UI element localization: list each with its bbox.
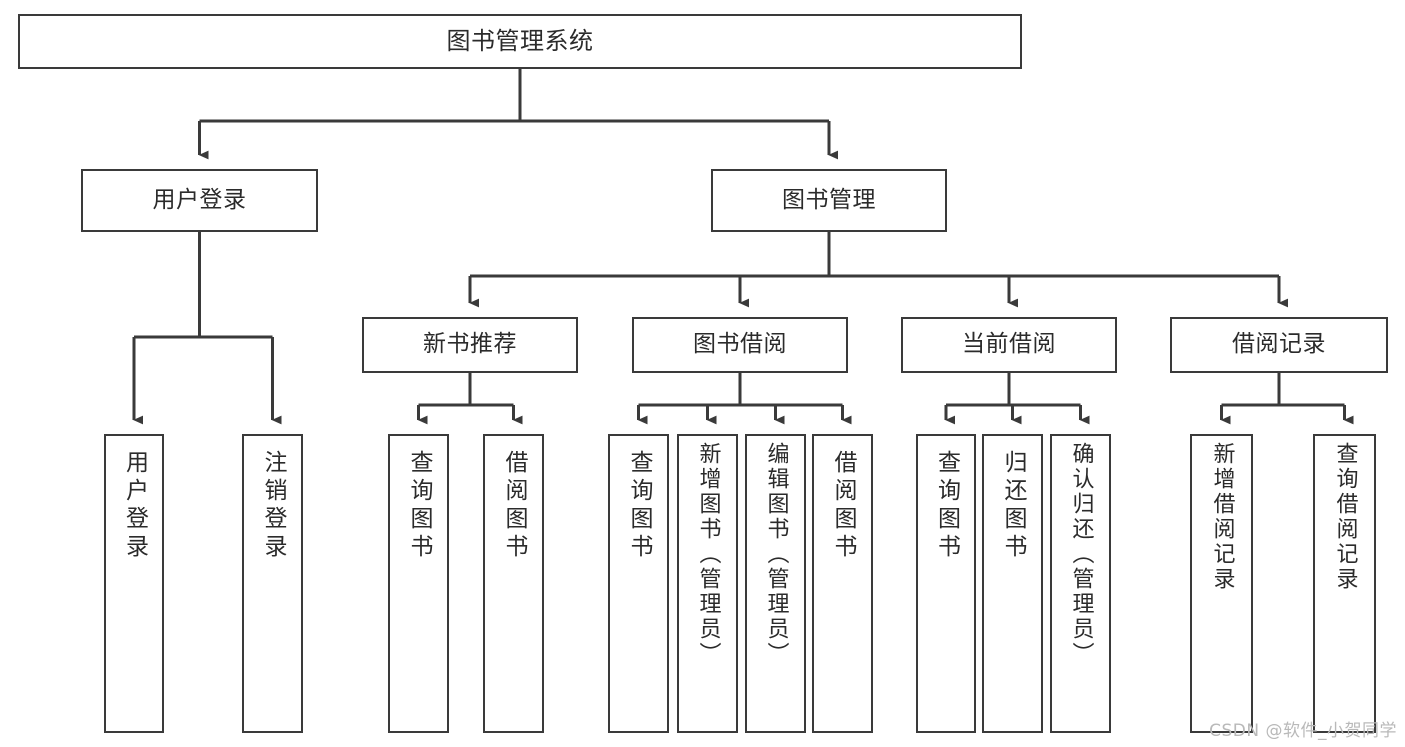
node-leaf-borrow-book-label: 借阅图书 (830, 450, 856, 562)
node-borrow-record[interactable]: 借阅记录 (1170, 317, 1388, 373)
node-leaf-borrow-book-recommend[interactable]: 借阅图书 (483, 434, 544, 733)
node-borrow-record-label: 借阅记录 (1232, 331, 1326, 358)
node-leaf-borrow-book[interactable]: 借阅图书 (812, 434, 873, 733)
node-leaf-add-borrow-record[interactable]: 新增借阅记录 (1190, 434, 1253, 733)
node-root[interactable]: 图书管理系统 (18, 14, 1022, 69)
node-leaf-confirm-return[interactable]: 确认归还（管理员） (1050, 434, 1111, 733)
node-leaf-return-book[interactable]: 归还图书 (982, 434, 1043, 733)
node-current-borrow[interactable]: 当前借阅 (901, 317, 1117, 373)
node-leaf-user-login[interactable]: 用户登录 (104, 434, 164, 733)
node-book-borrow-label: 图书借阅 (693, 331, 787, 358)
node-leaf-return-book-label: 归还图书 (1000, 450, 1026, 562)
node-leaf-add-borrow-record-label: 新增借阅记录 (1209, 442, 1235, 592)
node-current-borrow-label: 当前借阅 (962, 331, 1056, 358)
node-book-borrow[interactable]: 图书借阅 (632, 317, 848, 373)
node-leaf-query-book-recommend[interactable]: 查询图书 (388, 434, 449, 733)
node-leaf-add-book[interactable]: 新增图书（管理员） (677, 434, 738, 733)
node-book-manage[interactable]: 图书管理 (711, 169, 947, 232)
node-book-manage-label: 图书管理 (782, 186, 876, 213)
node-leaf-query-book-borrow-label: 查询图书 (626, 450, 652, 562)
node-leaf-query-book-borrow[interactable]: 查询图书 (608, 434, 669, 733)
node-leaf-confirm-return-label: 确认归还（管理员） (1068, 442, 1094, 667)
watermark: CSDN @软件_小贺同学 (1209, 721, 1397, 741)
node-user-login[interactable]: 用户登录 (81, 169, 318, 232)
node-new-book-recommend[interactable]: 新书推荐 (362, 317, 578, 373)
node-new-book-recommend-label: 新书推荐 (423, 331, 517, 358)
node-leaf-logout-label: 注销登录 (260, 450, 286, 562)
node-leaf-user-login-label: 用户登录 (121, 450, 148, 562)
node-leaf-add-book-label: 新增图书（管理员） (695, 442, 721, 667)
node-leaf-query-book-recommend-label: 查询图书 (406, 450, 432, 562)
node-leaf-query-book-current[interactable]: 查询图书 (916, 434, 976, 733)
node-leaf-edit-book[interactable]: 编辑图书（管理员） (745, 434, 806, 733)
node-leaf-edit-book-label: 编辑图书（管理员） (763, 442, 789, 667)
node-root-label: 图书管理系统 (446, 27, 594, 56)
node-leaf-query-borrow-record[interactable]: 查询借阅记录 (1313, 434, 1376, 733)
node-leaf-query-borrow-record-label: 查询借阅记录 (1332, 442, 1358, 592)
node-user-login-label: 用户登录 (152, 186, 247, 213)
node-leaf-query-book-current-label: 查询图书 (933, 450, 960, 562)
node-leaf-borrow-book-recommend-label: 借阅图书 (501, 450, 527, 562)
node-leaf-logout[interactable]: 注销登录 (242, 434, 303, 733)
